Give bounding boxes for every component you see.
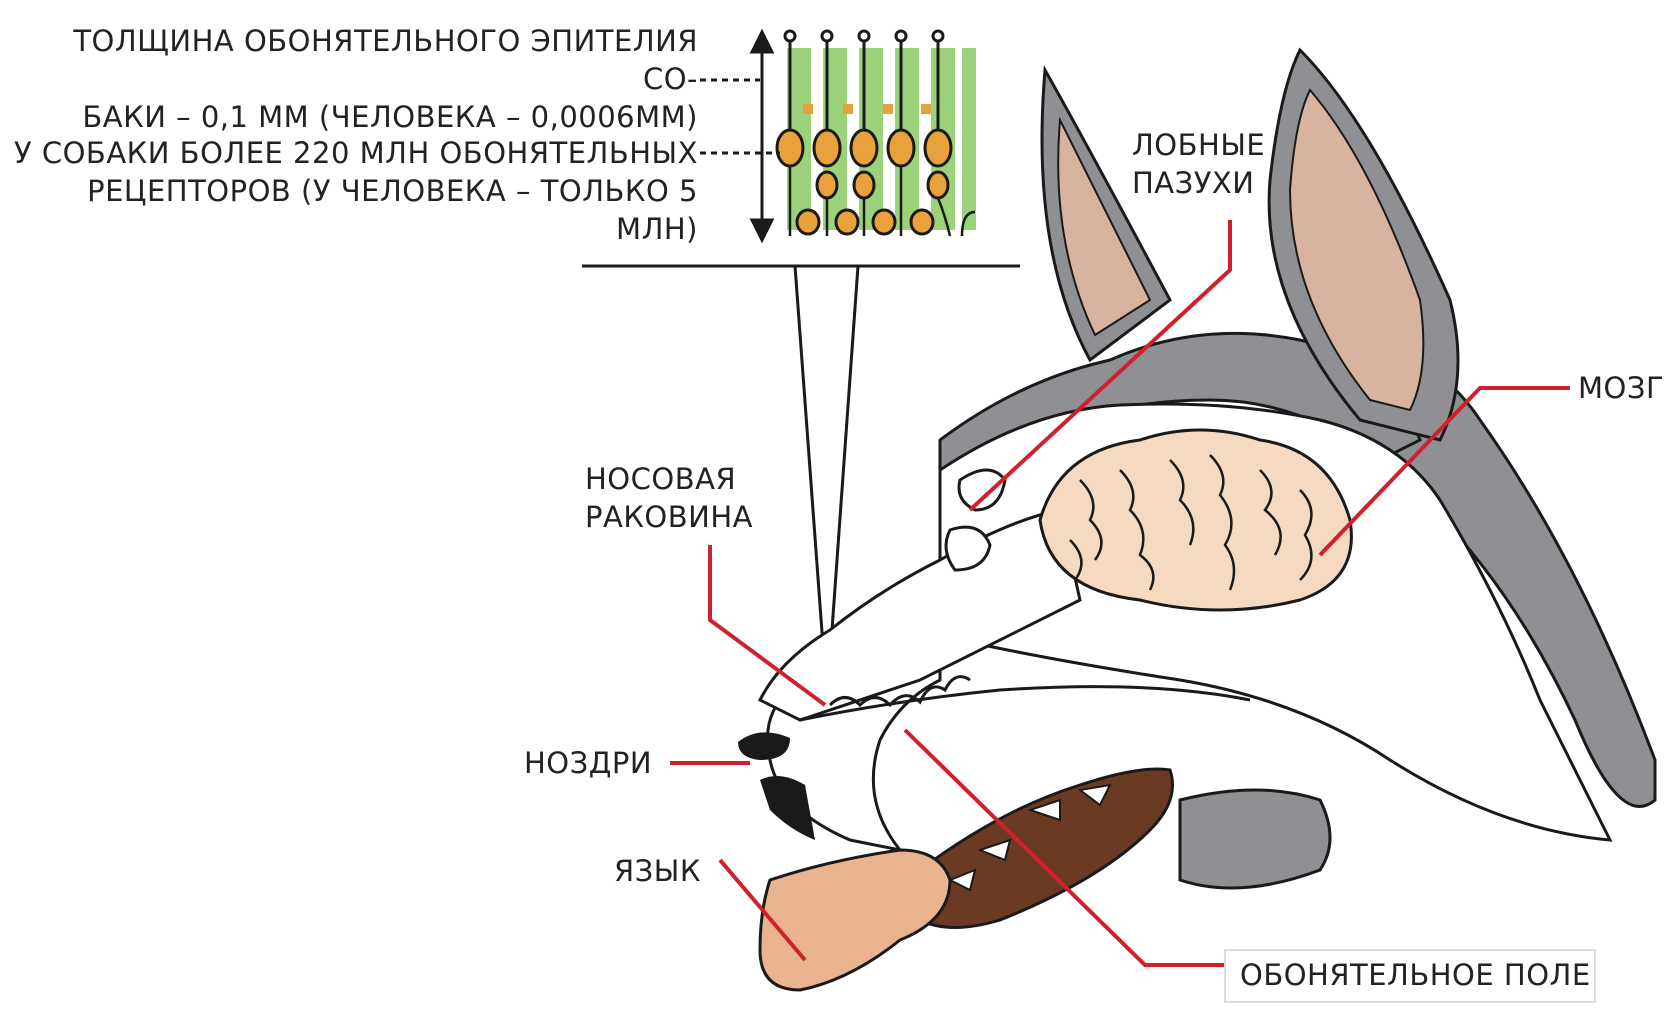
olfactory-field-box [1224,949,1596,1003]
leader-lines [670,220,1570,967]
frontal-sinuses-label: ЛОБНЫЕ ПАЗУХИ [1132,128,1266,200]
sinus-chamber [944,525,992,572]
nasal-passage [799,685,1251,722]
tongue [758,848,952,992]
nasal-concha-label: НОСОВАЯ РАКОВИНА [585,462,753,534]
teeth [947,783,1112,892]
receptor-count-label: У СОБАКИ БОЛЕЕ 220 МЛН ОБОНЯТЕЛЬНЫХ РЕЦЕ… [13,136,698,246]
leader-olfactory-field [903,728,1235,967]
mouth [918,767,1174,929]
leader-tongue [718,858,807,962]
lower-jaw [1178,788,1332,890]
nostril [738,732,790,760]
left-ear-inner [1057,116,1152,337]
dog-head [738,47,1657,992]
leader-nasal-concha [708,545,827,707]
snout [757,508,1082,722]
nasal-turbinates [828,675,971,708]
epithelium-thickness-label: ТОЛЩИНА ОБОНЯТЕЛЬНОГО ЭПИТЕЛИЯ СО- БАКИ … [73,24,698,134]
receptor-axons [788,166,976,237]
tongue-label: ЯЗЫК [614,854,701,888]
leader-brain [1318,386,1570,557]
frontal-sinus [957,468,1007,512]
thickness-arrow [749,28,775,244]
receptor-neurons [783,29,945,130]
brain-folds [1069,454,1313,591]
inset-dotted-leaders [700,78,780,155]
receptor-inset [582,28,1020,701]
leader-frontal-sinuses [968,220,1232,512]
nose-tip [760,776,815,840]
brain [1038,428,1353,612]
olfactory-field-label: ОБОНЯТЕЛЬНОЕ ПОЛЕ [1240,958,1591,992]
support-cell-markers [803,104,931,114]
face [766,402,1613,853]
brain-label: МОЗГ [1578,371,1665,405]
right-ear-inner [1288,88,1425,412]
nostrils-label: НОЗДРИ [524,746,653,780]
